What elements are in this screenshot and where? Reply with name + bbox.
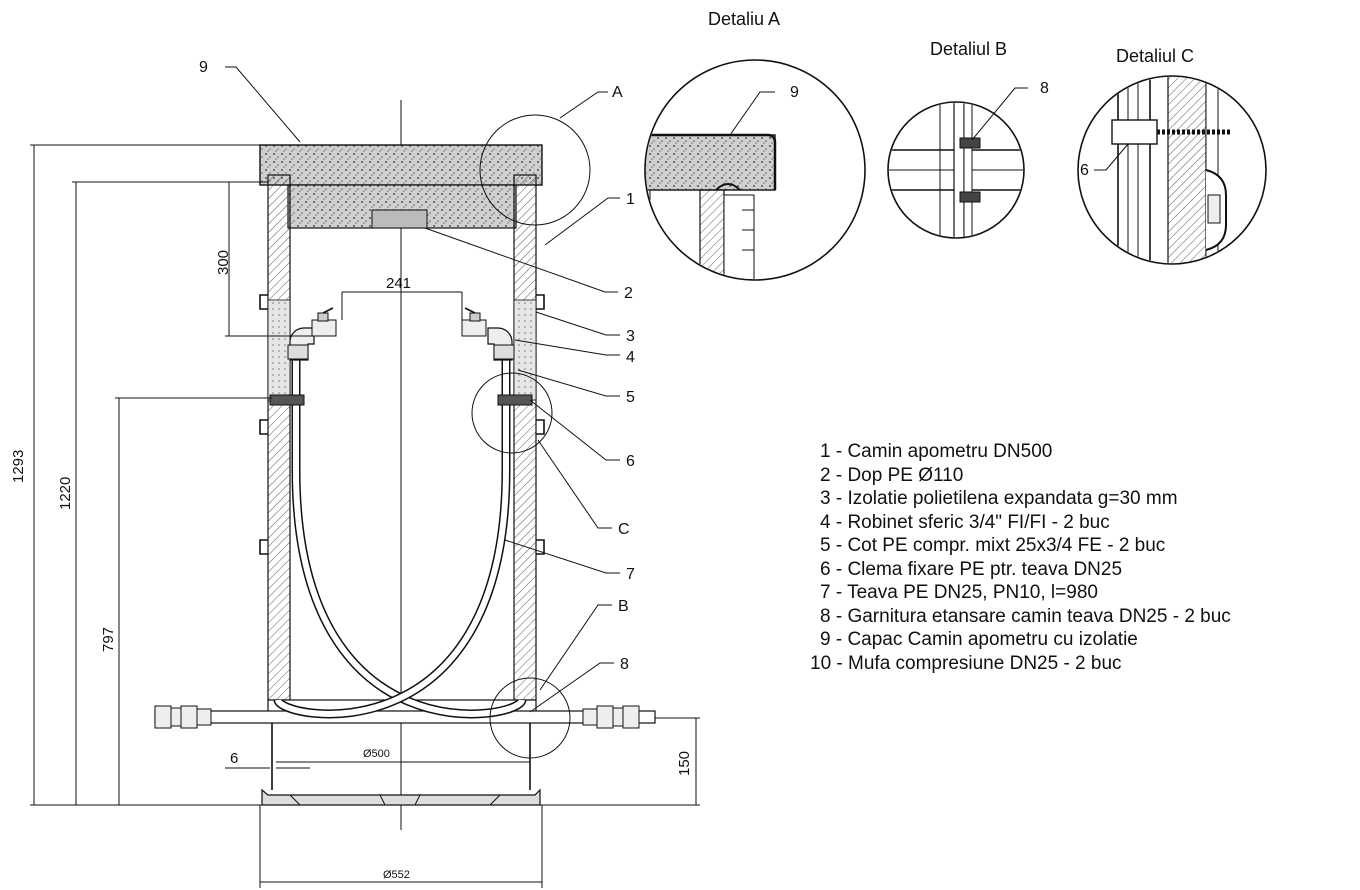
right-wall	[513, 174, 537, 701]
detail-a: Detaliu A 9	[644, 9, 866, 281]
legend-item: 1 - Camin apometru DN500	[820, 441, 1053, 462]
callout-b: B	[618, 598, 629, 615]
dim-diam-500: Ø500	[363, 748, 390, 760]
dim-depth: 300	[215, 250, 232, 275]
compression-coupling-right	[582, 705, 640, 729]
callout-9: 9	[199, 59, 208, 76]
plug-pe	[371, 209, 428, 229]
legend-item: 7 - Teava PE DN25, PN10, l=980	[820, 582, 1098, 603]
detail-a-callout: 9	[790, 84, 799, 101]
callout-1: 1	[626, 191, 635, 208]
legend-item: 6 - Clema fixare PE ptr. teava DN25	[820, 558, 1123, 580]
detail-c: Detaliul C 6	[1077, 46, 1267, 265]
callout-8: 8	[620, 656, 629, 673]
callout-4: 4	[626, 349, 635, 366]
dim-wall: 6	[230, 750, 238, 767]
callout-7: 7	[626, 566, 635, 583]
dim-inner-height: 1220	[57, 477, 74, 510]
dim-diam-552: Ø552	[383, 869, 410, 881]
detail-circle-a	[479, 114, 591, 226]
legend-item: 10 - Mufa compresiune DN25 - 2 buc	[810, 652, 1122, 674]
dim-pipe-height: 797	[100, 627, 117, 652]
legend-item: 8 - Garnitura etansare camin teava DN25 …	[820, 605, 1231, 627]
compression-coupling-left	[154, 705, 212, 729]
callout-3: 3	[626, 328, 635, 345]
parts-legend: 1 - Camin apometru DN500 2 - Dop PE Ø110…	[810, 440, 1350, 675]
dimension-lines	[30, 144, 700, 888]
dim-total-height: 1293	[10, 450, 27, 483]
detail-c-title: Detaliul C	[1116, 46, 1194, 66]
callout-a: A	[612, 84, 623, 101]
dim-base: 150	[676, 751, 693, 776]
main-pipe	[154, 710, 656, 724]
callout-c: C	[618, 521, 630, 538]
detail-circle-b	[489, 677, 571, 759]
detail-circle-c	[471, 372, 553, 454]
detail-a-title: Detaliu A	[708, 9, 780, 29]
dim-spacing: 241	[386, 275, 411, 292]
left-wall	[267, 174, 291, 701]
legend-item: 4 - Robinet sferic 3/4" FI/FI - 2 buc	[820, 511, 1110, 533]
detail-b-title: Detaliul B	[930, 39, 1007, 59]
legend-item: 2 - Dop PE Ø110	[820, 464, 964, 486]
detail-c-callout: 6	[1080, 162, 1089, 179]
leader-lines	[225, 66, 620, 713]
callout-5: 5	[626, 389, 635, 406]
ball-valve-left	[311, 307, 337, 337]
callout-6: 6	[626, 453, 635, 470]
detail-b: Detaliul B 8	[887, 39, 1049, 239]
legend-item: 5 - Cot PE compr. mixt 25x3/4 FE - 2 buc	[820, 535, 1166, 556]
lid	[259, 144, 543, 186]
callout-2: 2	[624, 285, 633, 302]
legend-item: 9 - Capac Camin apometru cu izolatie	[820, 629, 1138, 650]
legend-item: 3 - Izolatie polietilena expandata g=30 …	[820, 488, 1178, 509]
ball-valve-right	[461, 307, 487, 337]
detail-b-callout: 8	[1040, 80, 1049, 97]
main-section-view: 1293 1220 300 797 241 6 150 Ø500 Ø552 9 …	[10, 59, 700, 888]
